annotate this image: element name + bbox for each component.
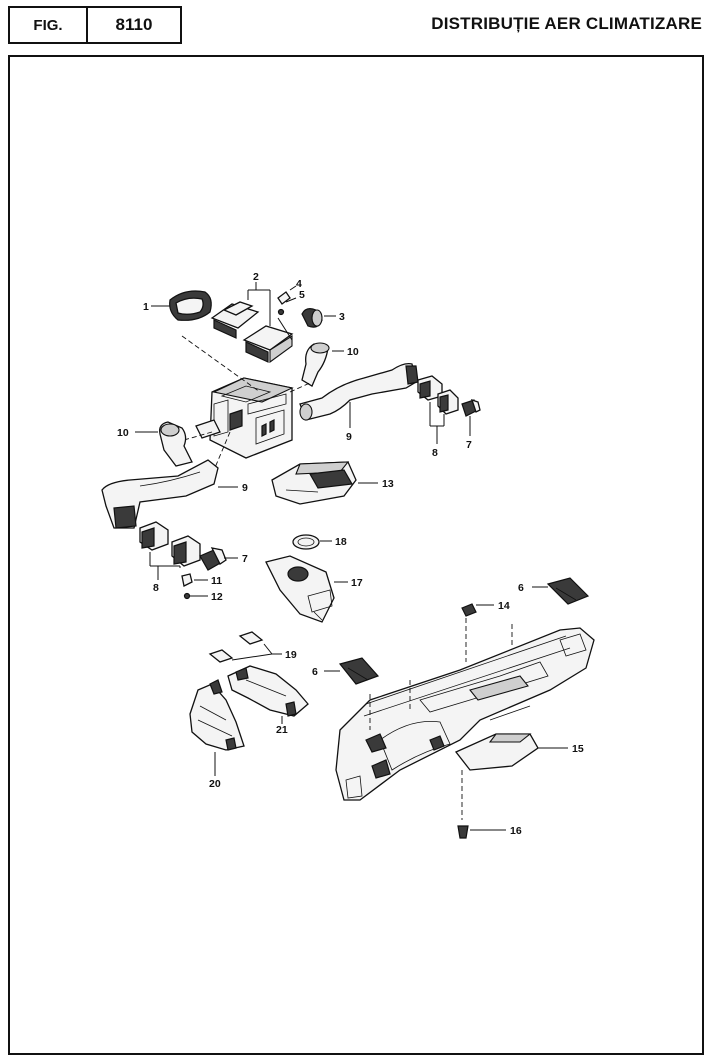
- callout-13: 13: [382, 478, 394, 490]
- fig-label: FIG.: [8, 6, 88, 44]
- part-4-5-clip-screw: [277, 285, 297, 341]
- callout-5: 5: [299, 289, 305, 301]
- callout-1: 1: [143, 301, 149, 313]
- callout-10-upper: 10: [347, 346, 359, 358]
- callout-20: 20: [209, 778, 221, 790]
- callout-9-right: 9: [346, 431, 352, 443]
- part-1-top-vent: [151, 290, 212, 321]
- part-11-12-clip-screw: [181, 573, 208, 600]
- callout-11: 11: [211, 575, 222, 587]
- part-14-clip: [461, 603, 494, 617]
- part-3-round-vent: [301, 308, 336, 328]
- part-21-right-duct: [227, 665, 309, 724]
- dashboard-assembly: [335, 618, 595, 801]
- callout-19: 19: [285, 649, 297, 661]
- callout-6-left: 6: [312, 666, 318, 678]
- part-16-fastener: [457, 825, 506, 839]
- part-2-twin-outlets: [210, 282, 294, 364]
- fig-number: 8110: [86, 6, 182, 44]
- callout-7-right: 7: [466, 439, 472, 451]
- callout-3: 3: [339, 311, 345, 323]
- part-17-bracket: [265, 555, 348, 623]
- callout-8-right: 8: [432, 447, 438, 459]
- callout-7-left: 7: [242, 553, 248, 565]
- callout-12: 12: [211, 591, 223, 603]
- part-7-right-vent: [461, 398, 481, 436]
- part-8-right-vents: [417, 375, 459, 444]
- callout-10-lower: 10: [117, 427, 129, 439]
- part-8-left-vents: [139, 521, 201, 580]
- part-10-lower-elbow-duct: [135, 421, 193, 467]
- part-9-left-duct: [101, 459, 238, 529]
- part-18-ring-seal: [292, 534, 332, 550]
- part-15-lower-cover: [454, 733, 568, 820]
- diagram-frame: [8, 55, 704, 1055]
- page-title: DISTRIBUȚIE AER CLIMATIZARE: [431, 14, 702, 33]
- part-6-outlet-grilles: [324, 577, 590, 685]
- callout-16: 16: [510, 825, 522, 837]
- callout-2: 2: [253, 271, 259, 283]
- part-9-right-duct: [299, 362, 419, 428]
- callout-8-left: 8: [153, 582, 159, 594]
- callout-4: 4: [296, 278, 302, 290]
- part-19-clips: [208, 631, 282, 663]
- callout-15: 15: [572, 743, 584, 755]
- part-7-left-vent: [199, 547, 238, 571]
- callout-18: 18: [335, 536, 347, 548]
- callout-6-right: 6: [518, 582, 524, 594]
- part-13-tray: [271, 461, 378, 505]
- central-air-distribution-housing: [181, 335, 313, 471]
- callout-21: 21: [276, 724, 288, 736]
- callout-9-left: 9: [242, 482, 248, 494]
- part-10-upper-elbow-duct: [301, 342, 344, 387]
- callout-14: 14: [498, 600, 510, 612]
- callout-17: 17: [351, 577, 363, 589]
- part-20-left-duct: [189, 679, 245, 776]
